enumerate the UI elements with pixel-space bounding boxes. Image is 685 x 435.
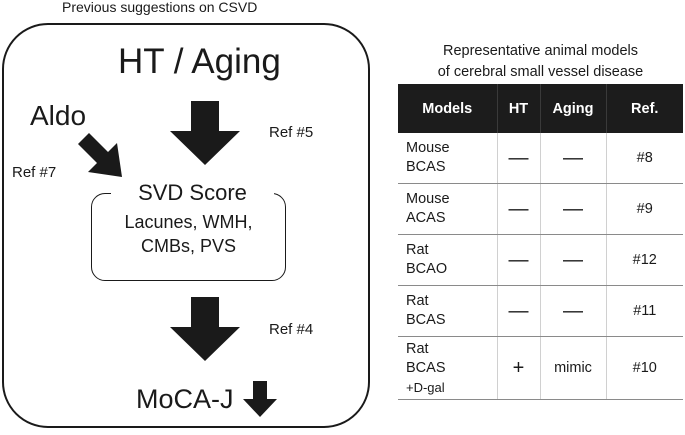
table-row: Rat BCAS +D-gal + mimic #10 (398, 336, 683, 400)
column-header: HT (496, 84, 540, 133)
ref-cell: #12 (605, 234, 683, 286)
ht-cell: — (496, 234, 540, 286)
aging-cell: mimic (539, 336, 606, 400)
table-row: Rat BCAO — — #12 (398, 234, 683, 286)
aging-cell: — (539, 285, 606, 337)
column-header: Ref. (605, 84, 683, 133)
svd-item-line: CMBs, PVS (140, 236, 237, 256)
ht-cell: — (496, 133, 540, 184)
diagonal-arrow-icon (78, 133, 122, 177)
column-header: Models (398, 84, 497, 133)
model-line: BCAO (406, 261, 448, 277)
table-row: Rat BCAS — — #11 (398, 285, 683, 337)
aging-cell: — (539, 183, 606, 235)
animal-models-table: Models HT Aging Ref. Mouse BCAS — — #8 M… (398, 84, 683, 400)
model-line: BCAS (406, 359, 446, 376)
svd-score-items: Lacunes, WMH, CMBs, PVS (91, 210, 286, 258)
ref-cell: #11 (605, 285, 683, 337)
aging-cell: — (539, 133, 606, 184)
right-panel-title: Representative animal models of cerebral… (396, 41, 685, 83)
ref-cell: #9 (605, 183, 683, 235)
left-panel-title: Previous suggestions on CSVD (62, 0, 258, 15)
model-line: Rat (406, 340, 429, 357)
ref-label-ht: Ref #5 (269, 124, 314, 141)
ht-aging-label: HT / Aging (118, 42, 281, 81)
down-arrow-icon (170, 297, 240, 361)
model-line: Rat (406, 293, 429, 309)
ht-cell: — (496, 285, 540, 337)
model-cell: Mouse BCAS (398, 133, 497, 184)
model-line: Mouse (406, 191, 450, 207)
ref-label-moca: Ref #4 (269, 321, 314, 338)
right-title-line: Representative animal models (442, 43, 639, 59)
model-cell: Rat BCAS (398, 285, 497, 337)
model-cell: Mouse ACAS (398, 183, 497, 235)
csvd-diagram-frame (2, 23, 370, 428)
moca-j-label: MoCA-J (136, 384, 234, 414)
ht-cell: + (496, 336, 540, 400)
model-line: BCAS (406, 312, 446, 328)
down-arrow-icon (170, 101, 240, 165)
aging-cell: — (539, 234, 606, 286)
ref-cell: #8 (605, 133, 683, 184)
ref-label-aldo: Ref #7 (12, 164, 57, 181)
table-row: Mouse ACAS — — #9 (398, 183, 683, 235)
table-header-row: Models HT Aging Ref. (398, 84, 683, 133)
table-row: Mouse BCAS — — #8 (398, 133, 683, 184)
model-line: ACAS (406, 210, 446, 226)
model-cell: Rat BCAS +D-gal (398, 336, 497, 400)
aldo-label: Aldo (30, 100, 87, 131)
svd-item-line: Lacunes, WMH, (124, 212, 253, 232)
model-cell: Rat BCAO (398, 234, 497, 286)
model-line: BCAS (406, 159, 446, 175)
ht-cell: — (496, 183, 540, 235)
ref-cell: #10 (605, 336, 683, 400)
decrease-arrow-icon (243, 381, 277, 417)
svd-score-title: SVD Score (111, 180, 274, 206)
column-header: Aging (539, 84, 606, 133)
model-line: Rat (406, 242, 429, 258)
right-title-line: of cerebral small vessel disease (437, 64, 644, 80)
model-line: +D-gal (406, 379, 445, 395)
model-line: Mouse (406, 140, 450, 156)
